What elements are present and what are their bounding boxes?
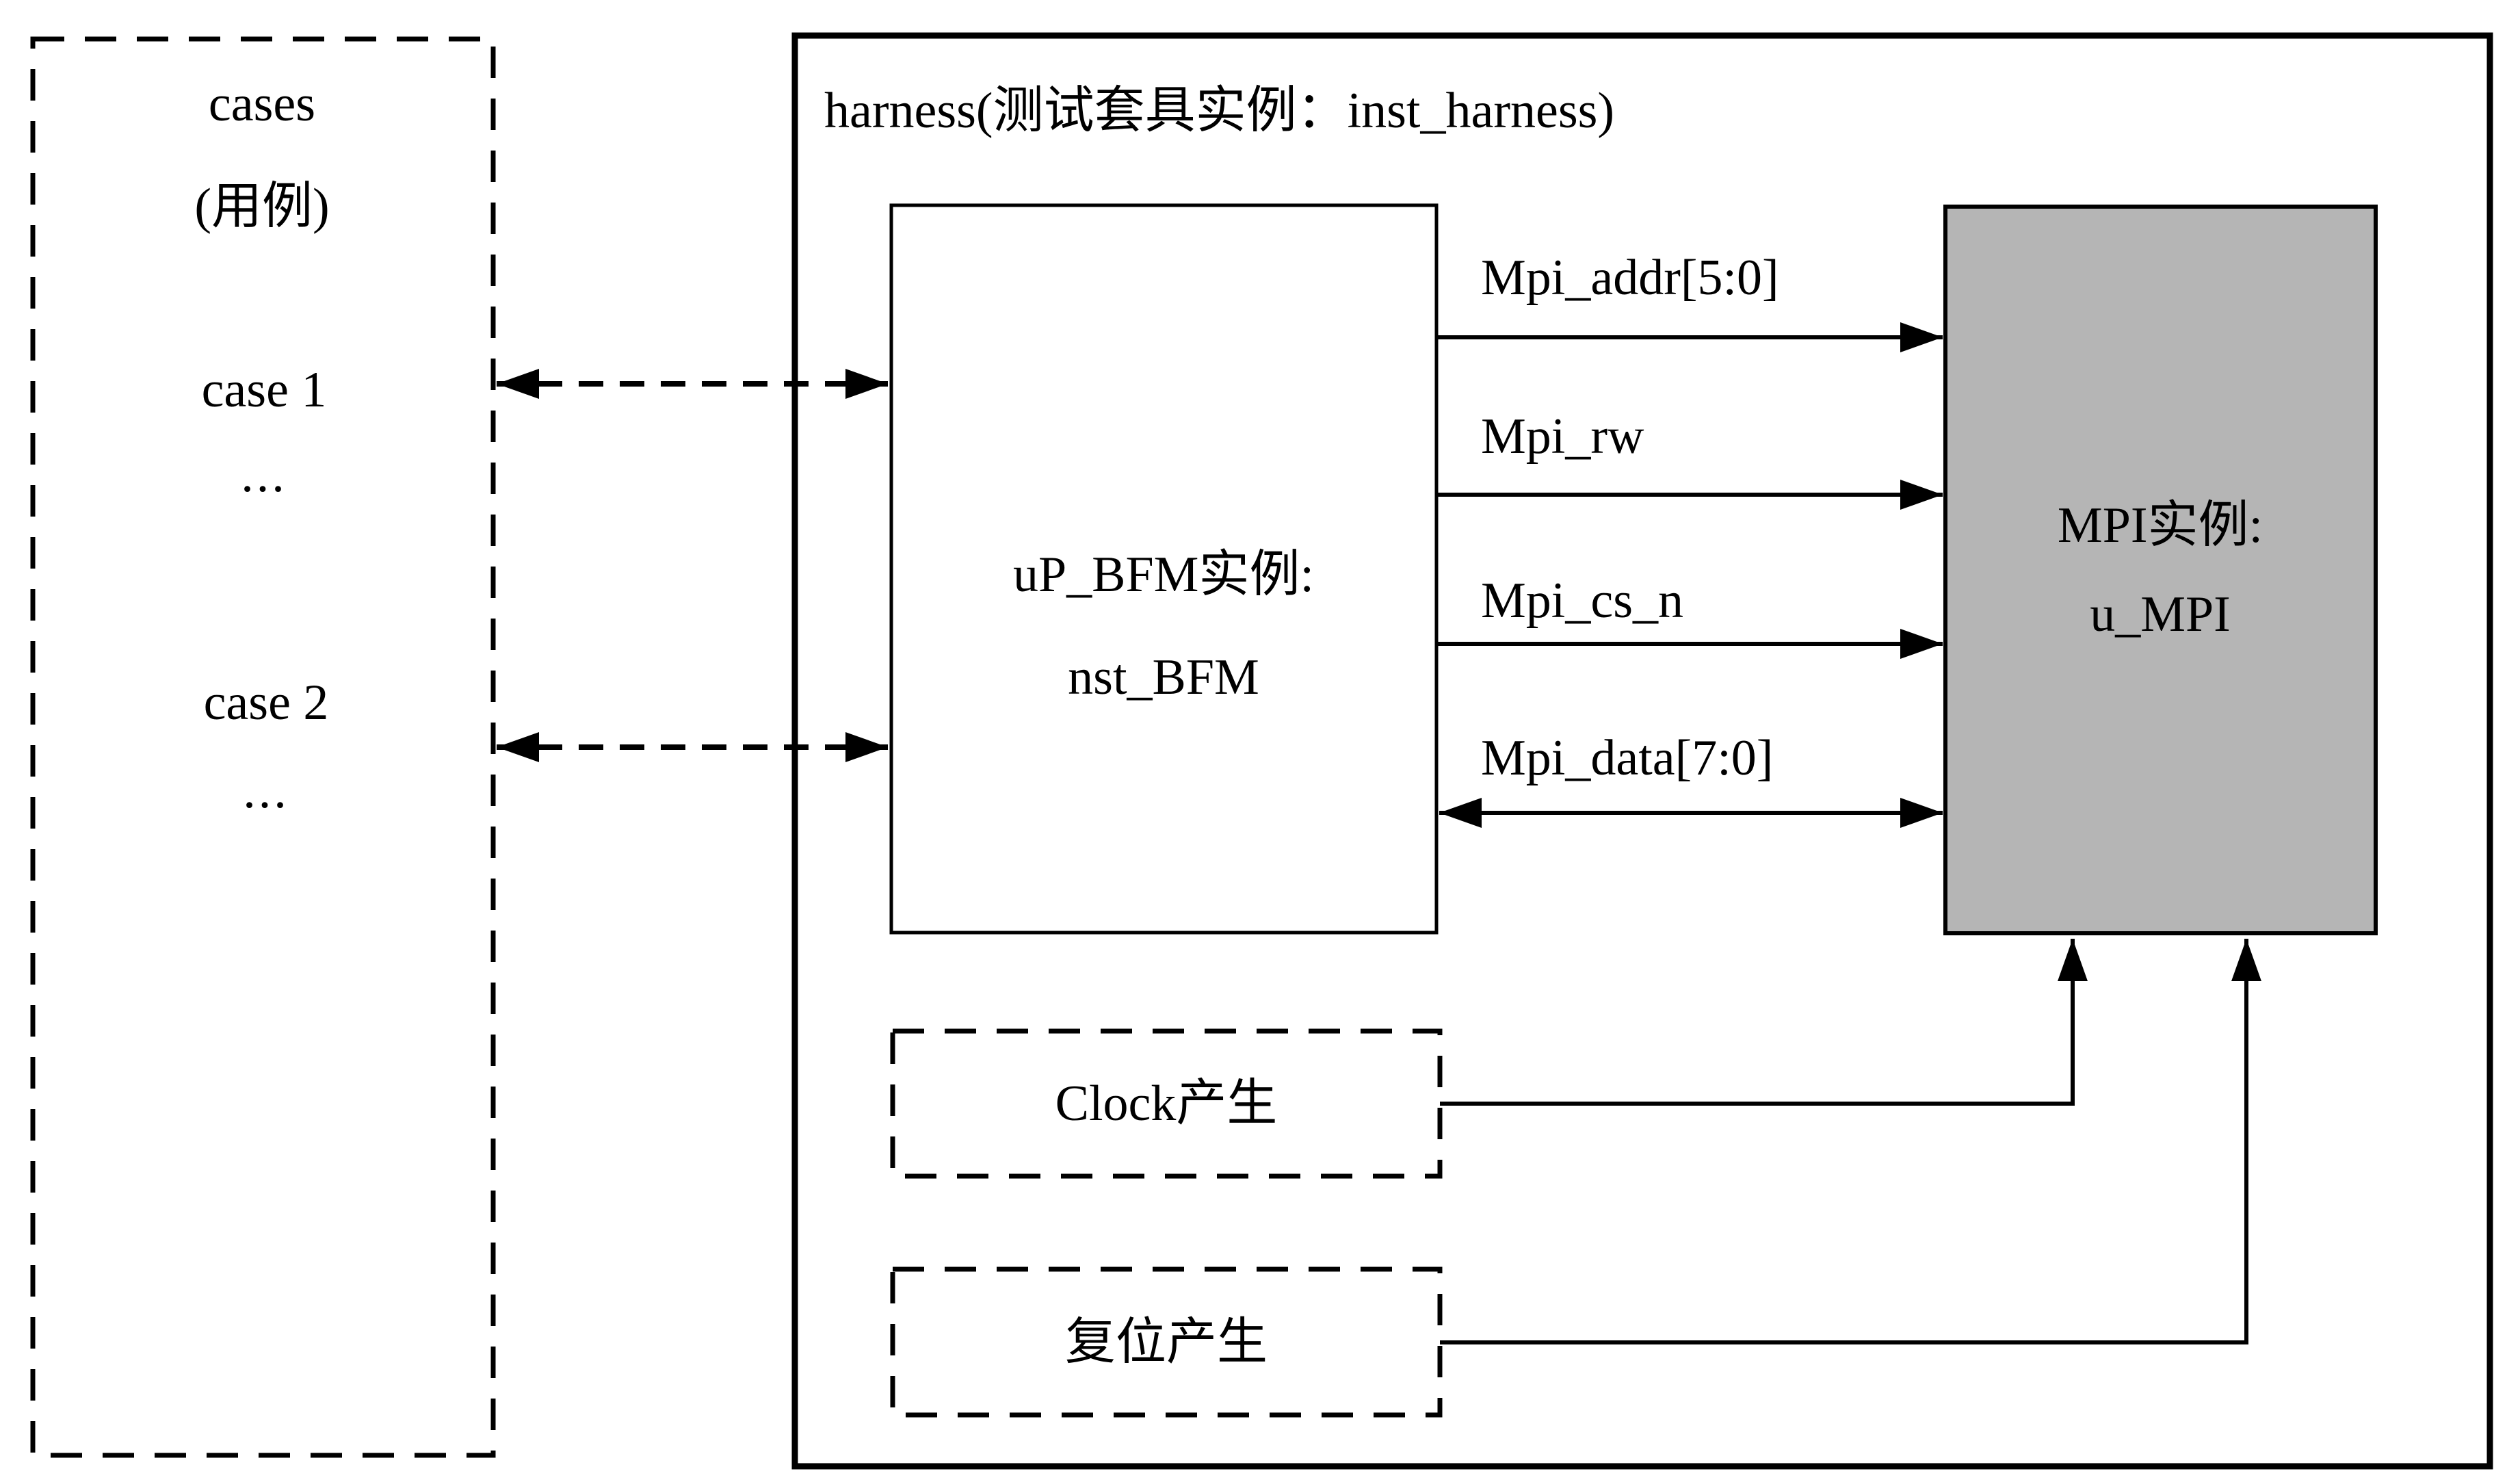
clock-generator-label: Clock产生 [1055,1076,1278,1132]
cases-box [30,36,496,1458]
reset-generator-label: 复位产生 [1065,1314,1268,1370]
mpi-block-line1: MPI实例: [2057,497,2263,554]
case1-ellipsis: ... [241,447,287,503]
case1-label: case 1 [201,362,327,418]
mpi-block-line2: u_MPI [2090,586,2231,642]
cases-panel-title: cases [208,76,316,132]
reset-generator-box [890,1266,1443,1418]
clock-to-mpi-connector [1440,939,2088,1106]
harness-title: harness(测试套具实例：inst_harness) [824,83,1615,139]
case2-ellipsis: ... [243,763,289,819]
signal-label-mpi-addr: Mpi_addr[5:0] [1481,250,1779,306]
signal-label-mpi-rw: Mpi_rw [1481,408,1644,465]
mpi-block-box [1943,205,2378,935]
bfm-block-box [889,203,1439,935]
reset-to-mpi-connector [1440,939,2261,1344]
clock-generator-box [890,1028,1443,1179]
signal-label-mpi-cs-n: Mpi_cs_n [1481,573,1683,629]
case2-label: case 2 [203,675,329,731]
signal-label-mpi-data: Mpi_data[7:0] [1481,730,1774,786]
bfm-block-line2: nst_BFM [1068,649,1259,705]
cases-panel-subtitle: (用例) [194,179,330,235]
bfm-block-line1: uP_BFM实例: [1012,547,1315,603]
